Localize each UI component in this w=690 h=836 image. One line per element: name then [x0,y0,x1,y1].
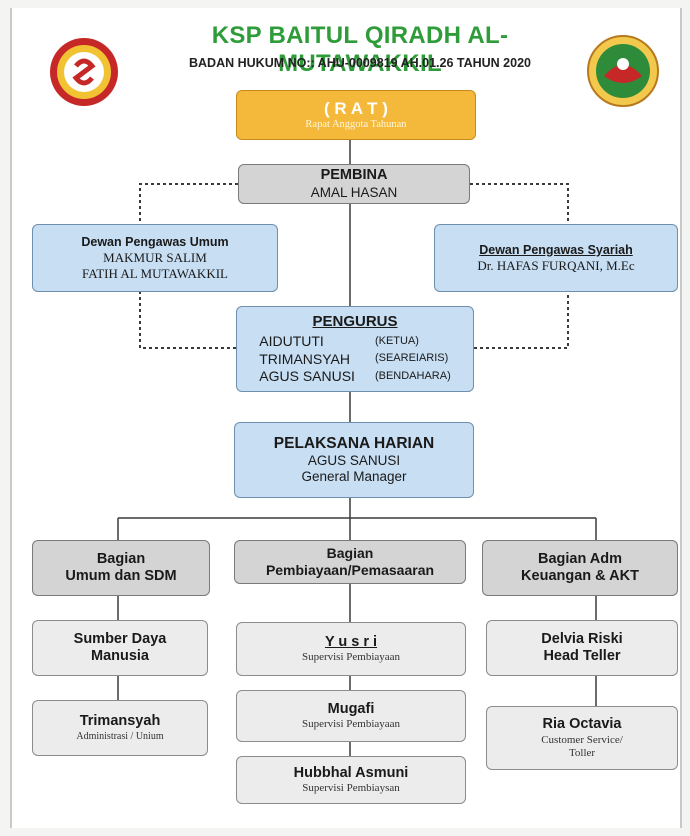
cooperative-logo-right [587,35,659,107]
member-name: TRIMANSYAH [259,350,350,367]
dept-line: Bagian [96,550,146,567]
dewan-pengawas-umum-box: Dewan Pengawas Umum MAKMUR SALIM FATIH A… [32,224,278,292]
dept-line: Umum dan SDM [65,568,177,584]
rat-title: ( R A T ) [324,98,388,118]
pembina-title: PEMBINA [320,167,388,184]
staff-name: Hubbhal Asmuni [293,764,409,781]
dewan-umum-title: Dewan Pengawas Umum [81,234,229,249]
cooperative-logo-left [50,38,118,106]
member-role: (SEAREIARIS) [374,352,449,365]
unit-line: Manusia [90,648,149,664]
rat-box: ( R A T ) Rapat Anggota Tahunan [236,90,476,140]
dewan-umum-member: MAKMUR SALIM [103,249,207,265]
sdm-box: Sumber Daya Manusia [32,620,208,676]
pelaksana-title: PELAKSANA HARIAN [273,434,435,452]
pelaksana-name: AGUS SANUSI [307,453,401,469]
dept-keuangan: Bagian Adm Keuangan & AKT [482,540,678,596]
pembina-name: AMAL HASAN [310,184,398,200]
member-role: (BENDAHARA) [374,370,451,383]
pelaksana-harian-box: PELAKSANA HARIAN AGUS SANUSI General Man… [234,422,474,498]
staff-role: Customer Service/ [541,733,623,746]
pelaksana-role: General Manager [301,469,407,485]
dept-umum-sdm: Bagian Umum dan SDM [32,540,210,596]
rat-subtitle: Rapat Anggota Tahunan [305,118,407,130]
dept-line: Bagian Adm [537,550,623,567]
dewan-pengawas-syariah-box: Dewan Pengawas Syariah Dr. HAFAS FURQANI… [434,224,678,292]
member-name: AGUS SANUSI [259,368,355,385]
staff-name: Mugafi [327,700,375,717]
pengurus-box: PENGURUS AIDUTUTI (KETUA) TRIMANSYAH (SE… [236,306,474,392]
staff-name: Trimansyah [79,713,161,730]
legal-registration: BADAN HUKUM NO:: AHU-0009819 AH.01.26 TA… [189,56,531,70]
staff-mugafi: Mugafi Supervisi Pembiayaan [236,690,466,742]
dewan-syariah-member: Dr. HAFAS FURQANI, M.Ec [477,257,635,273]
dept-line: Pembiayaan/Pemasaaran [265,562,435,578]
dept-line: Keuangan & AKT [521,568,639,584]
staff-yusri: Y u s r i Supervisi Pembiayaan [236,622,466,676]
staff-ria-octavia: Ria Octavia Customer Service/ Toller [486,706,678,770]
staff-role: Toller [568,746,596,759]
member-name: AIDUTUTI [259,332,324,349]
dept-line: Bagian [326,545,374,562]
member-role: (KETUA) [374,334,419,347]
staff-role: Supervisi Pembiaysan [302,782,400,795]
dewan-syariah-title: Dewan Pengawas Syariah [479,242,633,257]
dewan-umum-member: FATIH AL MUTAWAKKIL [82,265,228,281]
unit-line: Sumber Daya [73,630,167,647]
staff-name: Y u s r i [324,633,378,650]
staff-name: Delvia Riski [541,630,623,647]
org-title: KSP BAITUL QIRADH AL-MUTAWAKKIL [211,22,509,77]
staff-role: Head Teller [543,648,621,664]
staff-trimansyah: Trimansyah Administrasi / Unium [32,700,208,756]
staff-name: Ria Octavia [542,716,622,733]
staff-role: Supervisi Pembiayaan [301,718,401,731]
staff-role: Administrasi / Unium [76,730,164,742]
pengurus-members: AIDUTUTI (KETUA) TRIMANSYAH (SEAREIARIS)… [259,333,451,385]
staff-delvia-riski: Delvia Riski Head Teller [486,620,678,676]
staff-role: Supervisi Pembiayaan [301,651,401,664]
staff-hubbhal-asmuni: Hubbhal Asmuni Supervisi Pembiaysan [236,756,466,804]
pengurus-title: PENGURUS [312,312,398,330]
dept-pembiayaan: Bagian Pembiayaan/Pemasaaran [234,540,466,584]
pembina-box: PEMBINA AMAL HASAN [238,164,470,204]
